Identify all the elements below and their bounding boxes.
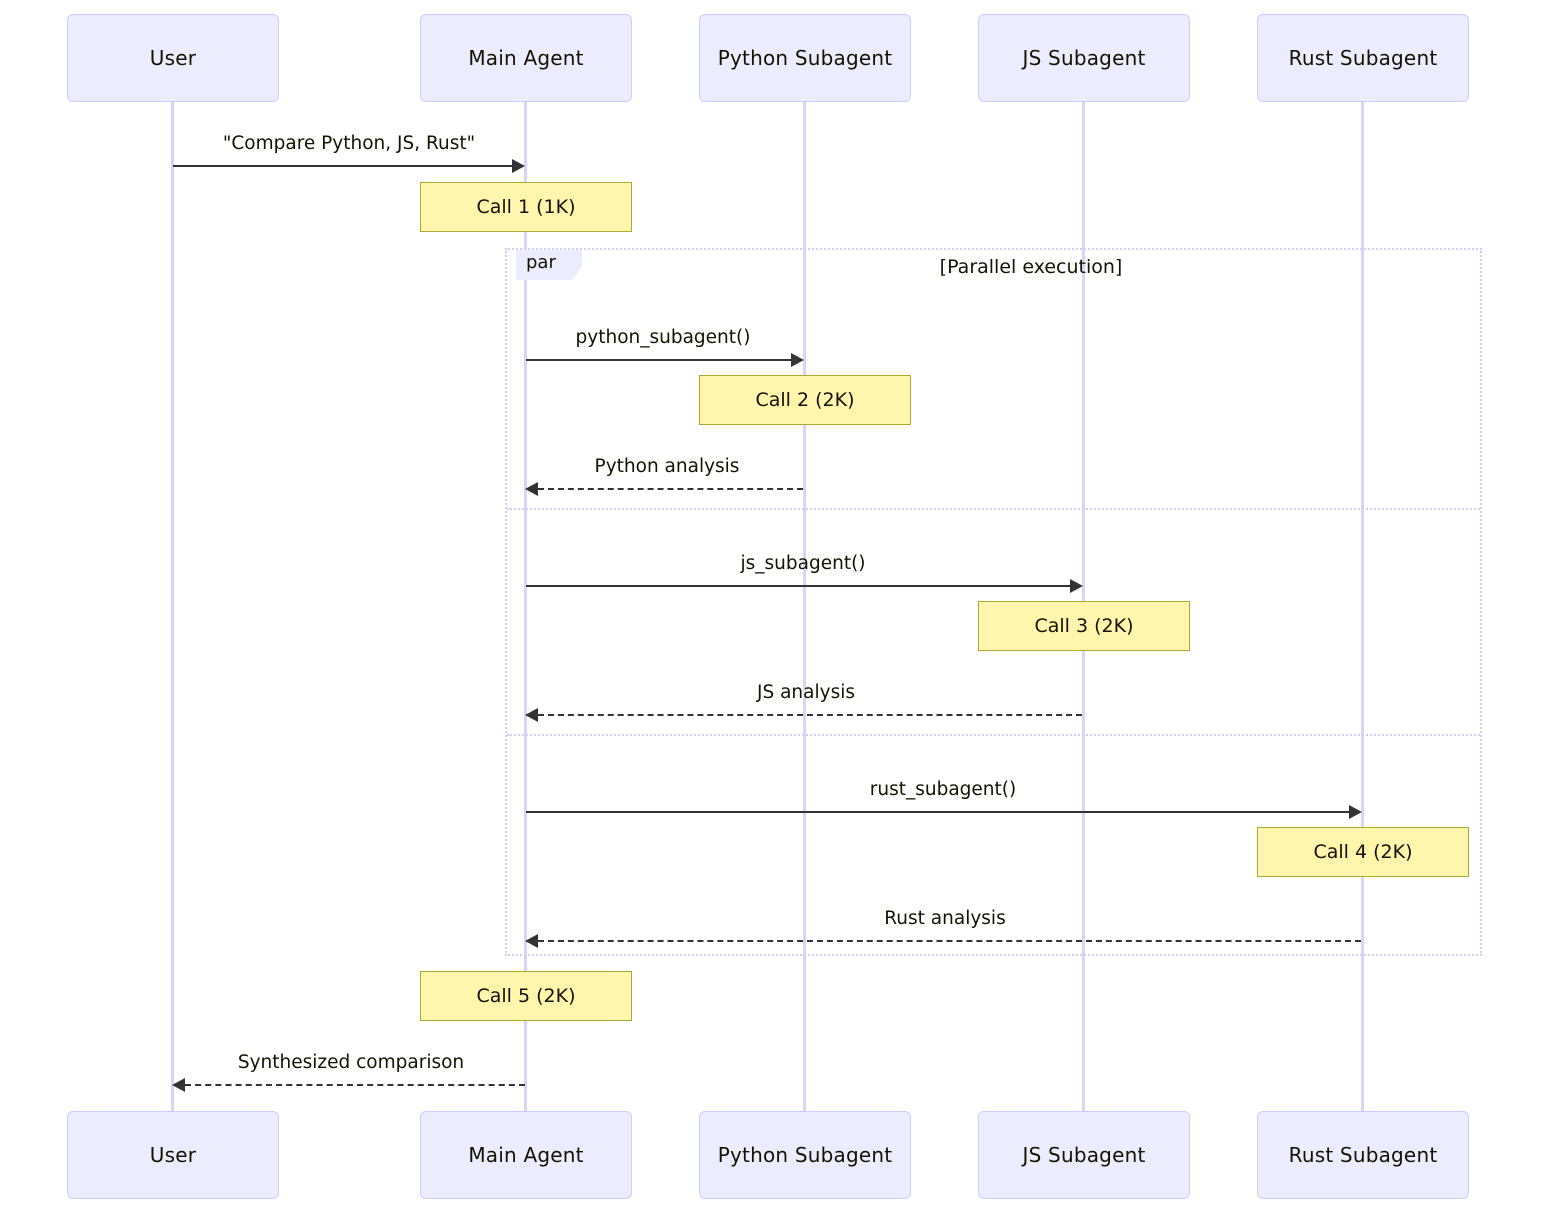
- actor-label: Python Subagent: [717, 46, 893, 70]
- note-call-3: Call 3 (2K): [978, 601, 1190, 651]
- message-line-js-analysis: [538, 714, 1082, 716]
- actor-label: User: [149, 46, 197, 70]
- note-call-5: Call 5 (2K): [420, 971, 632, 1021]
- par-block-title: [Parallel execution]: [939, 256, 1123, 278]
- actor-box-rust-subagent-top[interactable]: Rust Subagent: [1257, 14, 1469, 102]
- note-call-1: Call 1 (1K): [420, 182, 632, 232]
- actor-box-python-subagent-top[interactable]: Python Subagent: [699, 14, 911, 102]
- actor-box-js-subagent-top[interactable]: JS Subagent: [978, 14, 1190, 102]
- message-label-js-analysis: JS analysis: [757, 682, 855, 703]
- actor-box-rust-subagent-bottom[interactable]: Rust Subagent: [1257, 1111, 1469, 1199]
- lifeline-user: [171, 102, 174, 1111]
- note-call-2: Call 2 (2K): [699, 375, 911, 425]
- actor-box-user-top[interactable]: User: [67, 14, 279, 102]
- actor-label: Rust Subagent: [1288, 1143, 1438, 1167]
- message-label-js-subagent-call: js_subagent(): [740, 553, 866, 574]
- message-arrowhead-js-subagent-call: [1070, 579, 1083, 593]
- message-arrowhead-compare-request: [512, 159, 525, 173]
- message-arrowhead-rust-subagent-call: [1349, 805, 1362, 819]
- message-arrowhead-synthesized-comparison: [172, 1078, 185, 1092]
- actor-box-main-agent-bottom[interactable]: Main Agent: [420, 1111, 632, 1199]
- actor-label: JS Subagent: [1022, 46, 1146, 70]
- actor-box-main-agent-top[interactable]: Main Agent: [420, 14, 632, 102]
- note-label: Call 2 (2K): [755, 389, 855, 411]
- message-label-rust-subagent-call: rust_subagent(): [869, 779, 1017, 800]
- actor-label: JS Subagent: [1022, 1143, 1146, 1167]
- note-label: Call 1 (1K): [476, 196, 576, 218]
- note-label: Call 4 (2K): [1313, 841, 1413, 863]
- message-line-compare-request: [173, 165, 514, 167]
- message-line-rust-subagent-call: [526, 811, 1351, 813]
- message-label-synthesized-comparison: Synthesized comparison: [237, 1052, 465, 1073]
- actor-label: Python Subagent: [717, 1143, 893, 1167]
- par-keyword-label: par: [526, 252, 556, 273]
- message-line-synthesized-comparison: [185, 1084, 525, 1086]
- message-label-rust-analysis: Rust analysis: [884, 908, 1006, 929]
- message-label-compare-request: "Compare Python, JS, Rust": [222, 133, 476, 154]
- note-label: Call 5 (2K): [476, 985, 576, 1007]
- message-arrowhead-rust-analysis: [525, 934, 538, 948]
- message-label-python-analysis: Python analysis: [594, 456, 740, 477]
- actor-label: Main Agent: [468, 46, 584, 70]
- note-label: Call 3 (2K): [1034, 615, 1134, 637]
- par-block-parallel-execution: [505, 248, 1482, 956]
- message-arrowhead-js-analysis: [525, 708, 538, 722]
- message-arrowhead-python-analysis: [525, 482, 538, 496]
- message-arrowhead-python-subagent-call: [791, 353, 804, 367]
- message-line-python-subagent-call: [526, 359, 793, 361]
- par-section-divider-1: [507, 508, 1480, 510]
- actor-label: Main Agent: [468, 1143, 584, 1167]
- lifeline-python-subagent: [803, 102, 806, 1111]
- lifeline-rust-subagent: [1361, 102, 1364, 1111]
- note-call-4: Call 4 (2K): [1257, 827, 1469, 877]
- message-line-js-subagent-call: [526, 585, 1072, 587]
- actor-box-python-subagent-bottom[interactable]: Python Subagent: [699, 1111, 911, 1199]
- actor-box-user-bottom[interactable]: User: [67, 1111, 279, 1199]
- message-label-python-subagent-call: python_subagent(): [575, 327, 751, 348]
- message-line-rust-analysis: [538, 940, 1361, 942]
- par-section-divider-2: [507, 734, 1480, 736]
- lifeline-main-agent: [524, 102, 527, 1111]
- par-block-keyword-tab: par: [516, 250, 582, 280]
- actor-box-js-subagent-bottom[interactable]: JS Subagent: [978, 1111, 1190, 1199]
- message-line-python-analysis: [538, 488, 803, 490]
- actor-label: User: [149, 1143, 197, 1167]
- actor-label: Rust Subagent: [1288, 46, 1438, 70]
